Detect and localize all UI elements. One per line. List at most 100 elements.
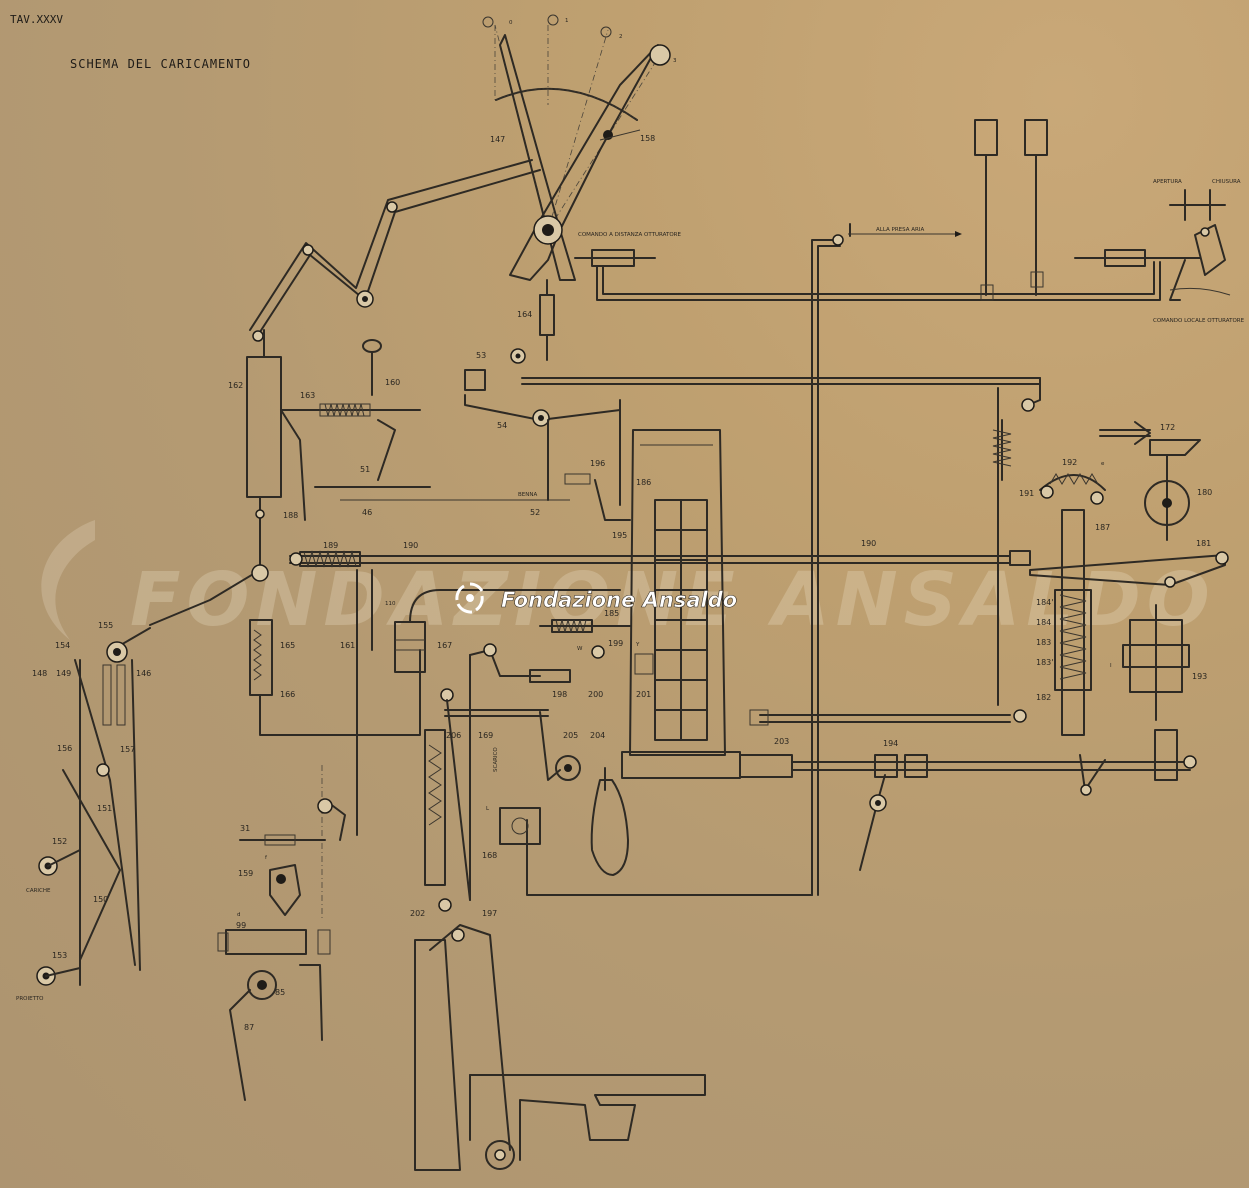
part-label-51: 51 bbox=[360, 465, 370, 474]
main-shaft-190: 189 190 190 bbox=[289, 539, 1031, 568]
zigzag-linkage bbox=[249, 159, 541, 342]
loading-ladder: 186 195 196 bbox=[564, 429, 726, 756]
part-label-193: 193 bbox=[1192, 672, 1207, 681]
left-hoist-group: 154 155 146 148 149 156 157 151 152 CARI… bbox=[16, 621, 151, 1002]
part-label-196: 196 bbox=[590, 459, 605, 468]
part-label-152: 152 bbox=[52, 837, 67, 846]
part-label-157: 157 bbox=[120, 745, 135, 754]
bottom-tray bbox=[414, 924, 706, 1171]
part-label-182: 182 bbox=[1036, 693, 1051, 702]
part-label-180: 180 bbox=[1197, 488, 1212, 497]
brand-watermark: Fondazione Ansaldo bbox=[455, 582, 737, 614]
pedal-pair bbox=[974, 119, 1048, 301]
pos-label-i: I bbox=[1110, 663, 1112, 669]
lower-shaft-203: 203 194 bbox=[621, 709, 1197, 871]
part-label-155: 155 bbox=[98, 621, 113, 630]
part-label-168: 168 bbox=[482, 851, 497, 860]
remote-breech-control: COMANDO A DISTANZA OTTURATORE bbox=[574, 232, 1161, 301]
part-label-191: 191 bbox=[1019, 489, 1034, 498]
note-projectile: PROIETTO bbox=[16, 996, 44, 1002]
part-label-194: 194 bbox=[883, 739, 898, 748]
local-breech-control: APERTURA CHIUSURA COMANDO LOCALE OTTURAT… bbox=[1074, 179, 1245, 324]
part-label-148: 148 bbox=[32, 669, 47, 678]
part-label-203: 203 bbox=[774, 737, 789, 746]
part-label-192: 192 bbox=[1062, 458, 1077, 467]
part-label-147: 147 bbox=[490, 135, 505, 144]
pos-label-d: d bbox=[237, 912, 241, 918]
part-label-204: 204 bbox=[590, 731, 605, 740]
part-label-85: 85 bbox=[275, 988, 285, 997]
part-label-202: 202 bbox=[410, 909, 425, 918]
pos-label-y: Y bbox=[635, 642, 640, 648]
pos-label-w: W bbox=[577, 646, 583, 652]
linkage-206-169: 206 169 205 204 bbox=[444, 709, 629, 876]
part-label-154: 154 bbox=[55, 641, 70, 650]
part-label-190-left: 190 bbox=[403, 541, 418, 550]
part-label-169: 169 bbox=[478, 731, 493, 740]
part-label-197: 197 bbox=[482, 909, 497, 918]
part-label-151: 151 bbox=[97, 804, 112, 813]
note-bucket: BENNA bbox=[518, 492, 537, 498]
pos-label-1: 1 bbox=[565, 18, 569, 24]
part-label-46: 46 bbox=[362, 508, 372, 517]
note-local-breech: COMANDO LOCALE OTTURATORE bbox=[1153, 318, 1245, 324]
part-label-188: 188 bbox=[283, 511, 298, 520]
lever-53-54: 53 54 bbox=[464, 351, 621, 506]
part-label-181: 181 bbox=[1196, 539, 1211, 548]
note-drain: SCARICO bbox=[493, 747, 499, 772]
pos-label-e: e bbox=[1101, 461, 1105, 467]
part-label-161: 161 bbox=[340, 641, 355, 650]
note-air-intake: ALLA PRESA ARIA bbox=[876, 227, 924, 233]
pos-label-3: 3 bbox=[673, 58, 677, 64]
spring-163-group: 163 160 51 46 BENNA 52 bbox=[280, 339, 570, 517]
part-label-186: 186 bbox=[636, 478, 651, 487]
column-162: 162 188 bbox=[228, 329, 306, 571]
part-label-159: 159 bbox=[238, 869, 253, 878]
part-label-164: 164 bbox=[517, 310, 532, 319]
drawing-title: SCHEMA DEL CARICAMENTO bbox=[70, 57, 251, 71]
part-label-165: 165 bbox=[280, 641, 295, 650]
gear-catch-group: 31 f 159 d 99 85 87 bbox=[217, 765, 346, 1101]
plate-number: TAV.XXXV bbox=[10, 13, 63, 26]
part-label-150: 150 bbox=[93, 895, 108, 904]
part-label-172: 172 bbox=[1160, 423, 1175, 432]
part-label-184-prime: 184' bbox=[1036, 598, 1053, 607]
note-closing: CHIUSURA bbox=[1212, 179, 1241, 185]
watermark-swirl-icon bbox=[41, 520, 95, 640]
note-charges: CARICHE bbox=[26, 888, 51, 894]
part-label-200: 200 bbox=[588, 690, 603, 699]
note-opening: APERTURA bbox=[1153, 179, 1182, 185]
pos-label-l: L bbox=[486, 806, 490, 812]
air-intake-line: ALLA PRESA ARIA bbox=[526, 223, 962, 896]
part-label-110: 110 bbox=[385, 601, 396, 607]
part-label-201: 201 bbox=[636, 690, 651, 699]
part-label-162: 162 bbox=[228, 381, 243, 390]
part-label-183-prime: 183' bbox=[1036, 658, 1053, 667]
part-label-158: 158 bbox=[640, 134, 655, 143]
part-label-156: 156 bbox=[57, 744, 72, 753]
spring-185-group: 185 199 198 200 201 W Y bbox=[469, 609, 654, 901]
part-label-184: 184 bbox=[1036, 618, 1051, 627]
part-label-163: 163 bbox=[300, 391, 315, 400]
part-label-31: 31 bbox=[240, 824, 250, 833]
part-label-52: 52 bbox=[530, 508, 540, 517]
part-label-87: 87 bbox=[244, 1023, 254, 1032]
damper-164: 164 bbox=[510, 279, 555, 364]
pos-label-0: 0 bbox=[509, 20, 513, 26]
part-label-166: 166 bbox=[280, 690, 295, 699]
spring-165-166: 165 166 bbox=[149, 564, 421, 736]
part-label-199: 199 bbox=[608, 639, 623, 648]
ansaldo-swirl-icon bbox=[455, 582, 484, 614]
part-label-205: 205 bbox=[563, 731, 578, 740]
pos-label-2: 2 bbox=[619, 34, 623, 40]
part-label-54: 54 bbox=[497, 421, 507, 430]
drain-168: SCARICO 168 L 202 197 bbox=[410, 688, 541, 942]
part-label-195: 195 bbox=[612, 531, 627, 540]
part-label-146: 146 bbox=[136, 669, 151, 678]
brand-watermark-text: Fondazione Ansaldo bbox=[501, 588, 737, 612]
part-label-160: 160 bbox=[385, 378, 400, 387]
part-label-183: 183 bbox=[1036, 638, 1051, 647]
part-label-206: 206 bbox=[446, 731, 461, 740]
part-label-185: 185 bbox=[604, 609, 619, 618]
